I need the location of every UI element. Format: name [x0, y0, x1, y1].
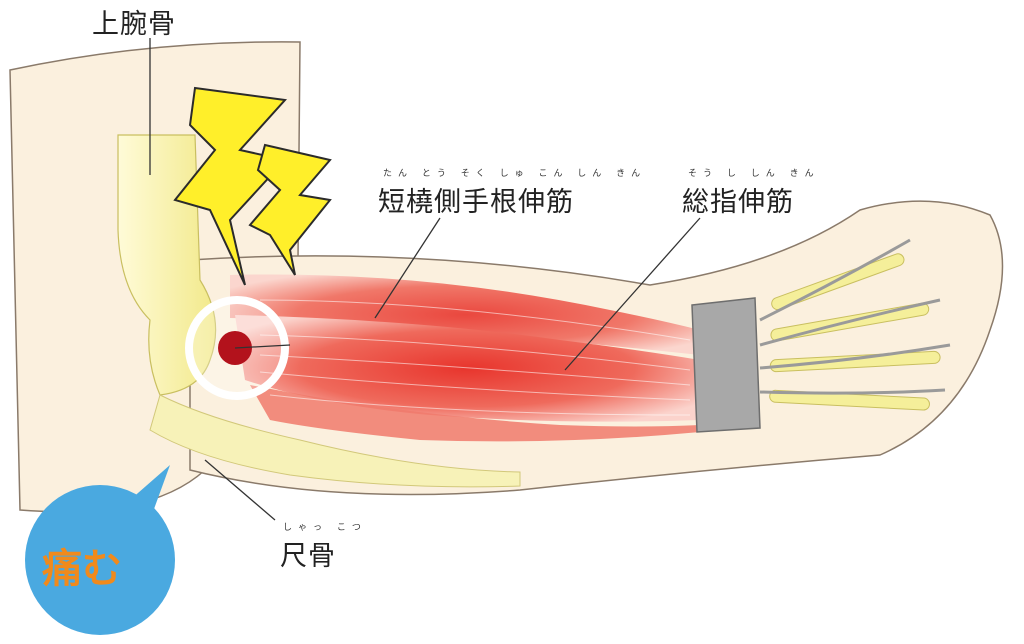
- leader-lines: [149, 38, 701, 521]
- ulna-bone: [149, 394, 521, 488]
- lightning-bolt-small: [248, 143, 332, 276]
- pain-bubble: [25, 485, 175, 635]
- extensor-lower-muscle: [250, 385, 700, 442]
- lightning-bolt-large: [173, 86, 288, 286]
- ulna-furigana: しゃっ こつ: [283, 523, 367, 533]
- edc-label: 総指伸筋: [682, 187, 794, 218]
- humerus-label: 上腕骨: [92, 9, 176, 40]
- pain-label: 痛む: [42, 546, 122, 592]
- ecrb-muscle: [230, 274, 700, 355]
- hand-tendons: [759, 238, 951, 395]
- muscle-fibers: [259, 299, 691, 416]
- ecrb-furigana: たん とう そく しゅ こん しん きん: [383, 169, 647, 179]
- edc-furigana: そう し しん きん: [688, 169, 820, 179]
- extensor-retinaculum: [691, 297, 761, 433]
- ecrb-label: 短橈側手根伸筋: [378, 187, 574, 218]
- ulna-label: 尺骨: [280, 541, 336, 572]
